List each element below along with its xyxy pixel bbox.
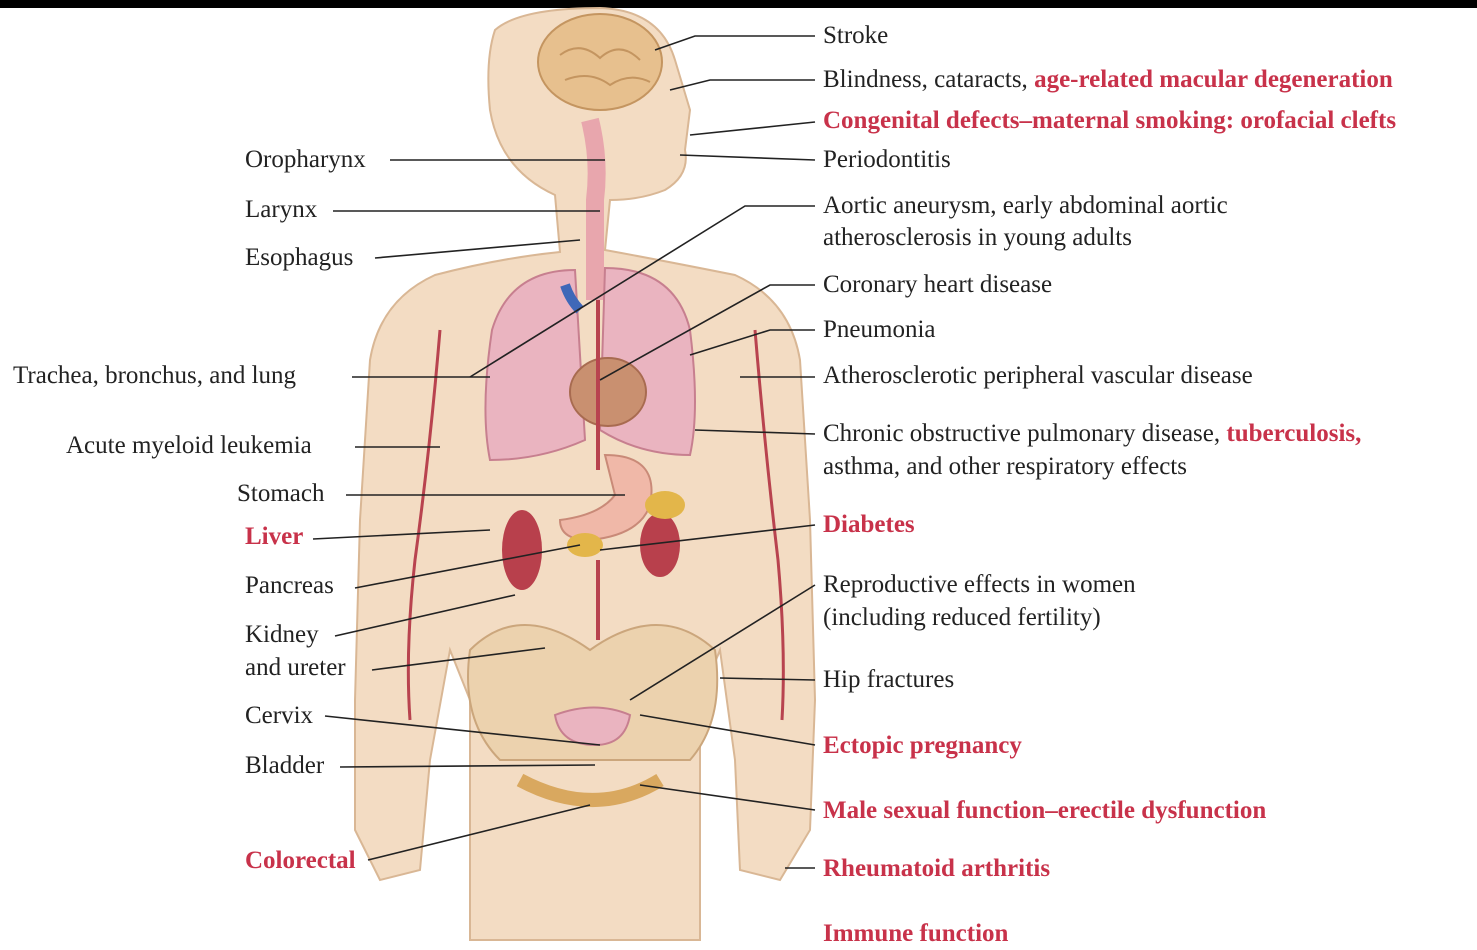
label-reproductive-line2: (including reduced fertility) xyxy=(823,602,1101,634)
left-kidney xyxy=(502,510,542,590)
label-periodontitis: Periodontitis xyxy=(823,144,951,176)
label-tuberculosis: tuberculosis, xyxy=(1226,420,1361,447)
label-male-sexual-function: Male sexual function–erectile dysfunctio… xyxy=(823,795,1266,827)
airway xyxy=(590,120,597,300)
label-hip-fractures: Hip fractures xyxy=(823,664,954,696)
label-trachea-bronchus-lung: Trachea, bronchus, and lung xyxy=(13,360,296,392)
label-oropharynx: Oropharynx xyxy=(245,144,366,176)
brain xyxy=(538,14,662,110)
label-stomach: Stomach xyxy=(237,478,325,510)
label-stroke: Stroke xyxy=(823,20,888,52)
label-kidney: Kidney xyxy=(245,619,319,651)
label-aortic-aneurysm-line1: Aortic aneurysm, early abdominal aortic xyxy=(823,190,1228,222)
label-and-ureter: and ureter xyxy=(245,652,346,684)
label-cervix: Cervix xyxy=(245,700,313,732)
label-aortic-aneurysm-line2: atherosclerosis in young adults xyxy=(823,222,1132,254)
label-copd-line2: asthma, and other respiratory effects xyxy=(823,451,1187,483)
label-bladder: Bladder xyxy=(245,750,324,782)
label-rheumatoid-arthritis: Rheumatoid arthritis xyxy=(823,853,1050,885)
label-congenital-defects: Congenital defects–maternal smoking: oro… xyxy=(823,105,1396,137)
label-coronary-heart-disease: Coronary heart disease xyxy=(823,269,1052,301)
label-pneumonia: Pneumonia xyxy=(823,314,936,346)
pancreas xyxy=(567,533,603,557)
label-pancreas: Pancreas xyxy=(245,570,334,602)
label-peripheral-vascular-disease: Atherosclerotic peripheral vascular dise… xyxy=(823,360,1253,392)
label-ectopic-pregnancy: Ectopic pregnancy xyxy=(823,730,1022,762)
label-liver: Liver xyxy=(245,521,303,553)
label-copd-line1: Chronic obstructive pulmonary disease, t… xyxy=(823,418,1361,450)
label-larynx: Larynx xyxy=(245,194,317,226)
label-esophagus: Esophagus xyxy=(245,242,353,274)
label-blindness: Blindness, cataracts, age-related macula… xyxy=(823,64,1393,96)
heart xyxy=(570,358,646,426)
label-immune-function: Immune function xyxy=(823,918,1008,950)
label-amd: age-related macular degeneration xyxy=(1034,66,1393,93)
label-acute-myeloid-leukemia: Acute myeloid leukemia xyxy=(66,430,312,462)
label-reproductive-line1: Reproductive effects in women xyxy=(823,569,1136,601)
label-diabetes: Diabetes xyxy=(823,509,915,541)
label-colorectal: Colorectal xyxy=(245,845,356,877)
